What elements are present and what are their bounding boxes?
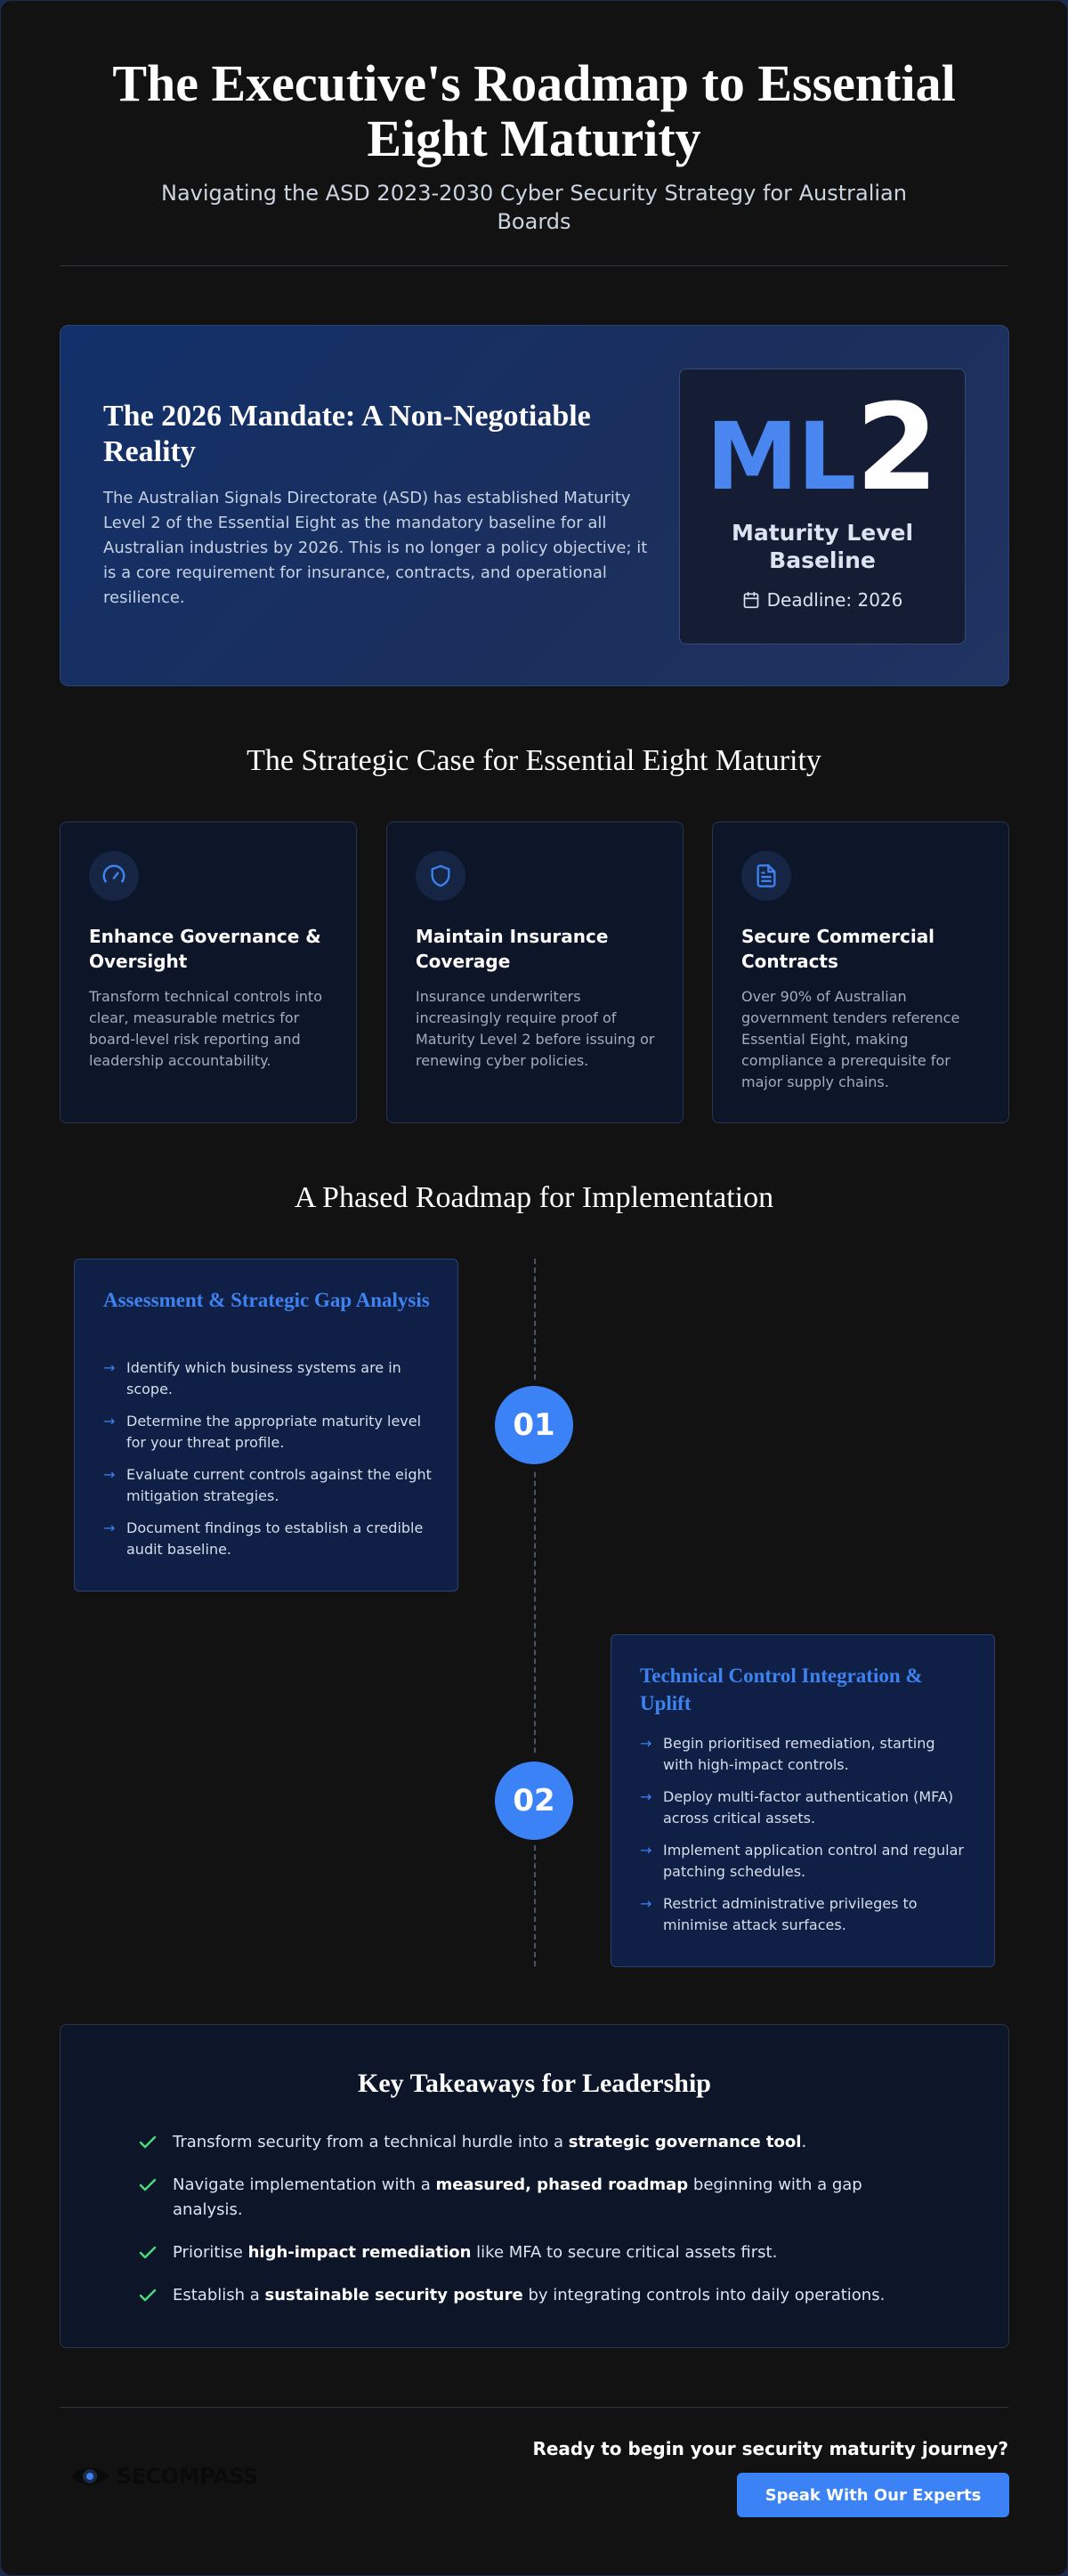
mandate-panel: The 2026 Mandate: A Non-Negotiable Reali… xyxy=(60,325,1009,686)
arrow-right-icon: → xyxy=(103,1519,116,1536)
company-logo: SECOMPASS xyxy=(69,2460,258,2492)
strategic-card-title: Enhance Governance & Oversight xyxy=(89,926,321,972)
maturity-label: Maturity Level Baseline xyxy=(731,520,914,573)
speak-with-experts-button[interactable]: Speak With Our Experts xyxy=(737,2473,1009,2517)
phase-title: Technical Control Integration & Uplift xyxy=(640,1665,923,1714)
takeaways-list: Transform security from a technical hurd… xyxy=(139,2130,922,2326)
list-item: →Document findings to establish a credib… xyxy=(103,1519,424,1558)
arrow-right-icon: → xyxy=(640,1788,652,1805)
phase-list: →Begin prioritised remediation, starting… xyxy=(640,1733,969,1947)
arrow-right-icon: → xyxy=(640,1842,652,1859)
mandate-body: The Australian Signals Directorate (ASD)… xyxy=(103,489,648,607)
list-item: →Restrict administrative privileges to m… xyxy=(640,1895,918,1933)
check-icon xyxy=(139,2288,157,2302)
deadline-text: Deadline: 2026 xyxy=(766,589,903,611)
maturity-number: 2 xyxy=(855,378,939,517)
maturity-prefix: ML xyxy=(706,402,856,511)
page-title: The Executive's Roadmap to Essential Eig… xyxy=(112,54,956,167)
strategic-card-title: Secure Commercial Contracts xyxy=(741,926,935,972)
list-item: Prioritise high-impact remediation like … xyxy=(139,2240,922,2265)
arrow-right-icon: → xyxy=(640,1895,652,1912)
takeaways-panel: Key Takeaways for Leadership Transform s… xyxy=(60,2024,1009,2348)
strategic-card-text: Over 90% of Australian government tender… xyxy=(741,988,960,1090)
strategic-card-governance: Enhance Governance & Oversight Transform… xyxy=(60,822,357,1123)
phase-title: Assessment & Strategic Gap Analysis xyxy=(103,1289,430,1311)
strategic-heading: The Strategic Case for Essential Eight M… xyxy=(247,744,821,777)
deadline-line: Deadline: 2026 xyxy=(680,589,965,611)
check-icon xyxy=(139,2246,157,2259)
logo-text: SECOMPASS xyxy=(117,2464,258,2489)
list-item: Navigate implementation with a measured,… xyxy=(139,2173,922,2223)
arrow-right-icon: → xyxy=(103,1413,116,1430)
phase-card-1: Assessment & Strategic Gap Analysis →Ide… xyxy=(74,1259,458,1592)
arrow-right-icon: → xyxy=(103,1359,116,1376)
calendar-icon xyxy=(743,591,758,609)
page-subtitle: Navigating the ASD 2023-2030 Cyber Secur… xyxy=(161,181,907,234)
list-item: Establish a sustainable security posture… xyxy=(139,2283,922,2308)
list-item: →Deploy multi-factor authentication (MFA… xyxy=(640,1788,954,1827)
list-item: →Identify which business systems are in … xyxy=(103,1359,401,1397)
takeaways-heading: Key Takeaways for Leadership xyxy=(358,2069,711,2098)
arrow-right-icon: → xyxy=(640,1735,652,1752)
timeline-line xyxy=(534,1259,536,1966)
strategic-card-text: Transform technical controls into clear,… xyxy=(89,988,322,1069)
check-icon xyxy=(139,2135,157,2149)
roadmap-heading: A Phased Roadmap for Implementation xyxy=(294,1181,774,1214)
header-divider xyxy=(60,265,1008,266)
strategic-card-text: Insurance underwriters increasingly requ… xyxy=(416,988,655,1069)
list-item: →Determine the appropriate maturity leve… xyxy=(103,1413,422,1451)
maturity-badge-card: ML2 Maturity Level Baseline Deadline: 20… xyxy=(679,369,966,644)
list-item: →Evaluate current controls against the e… xyxy=(103,1466,432,1504)
shield-icon xyxy=(416,851,465,901)
list-item: →Implement application control and regul… xyxy=(640,1842,964,1880)
strategic-card-insurance: Maintain Insurance Coverage Insurance un… xyxy=(386,822,684,1123)
phase-number-1: 01 xyxy=(495,1386,573,1464)
phase-list: →Identify which business systems are in … xyxy=(103,1357,433,1571)
mandate-title: The 2026 Mandate: A Non-Negotiable Reali… xyxy=(103,400,591,468)
footer-divider xyxy=(60,2407,1008,2408)
phase-card-2: Technical Control Integration & Uplift →… xyxy=(611,1634,995,1967)
phase-number-2: 02 xyxy=(495,1762,573,1840)
document-icon xyxy=(741,851,791,901)
arrow-right-icon: → xyxy=(103,1466,116,1483)
strategic-card-title: Maintain Insurance Coverage xyxy=(416,926,609,972)
gauge-icon xyxy=(89,851,139,901)
cta-question: Ready to begin your security maturity jo… xyxy=(532,2438,1008,2459)
maturity-level-display: ML2 xyxy=(680,388,965,539)
eye-compass-icon xyxy=(70,2467,109,2485)
strategic-card-contracts: Secure Commercial Contracts Over 90% of … xyxy=(712,822,1009,1123)
list-item: →Begin prioritised remediation, starting… xyxy=(640,1735,935,1773)
check-icon xyxy=(139,2178,157,2191)
list-item: Transform security from a technical hurd… xyxy=(139,2130,922,2155)
